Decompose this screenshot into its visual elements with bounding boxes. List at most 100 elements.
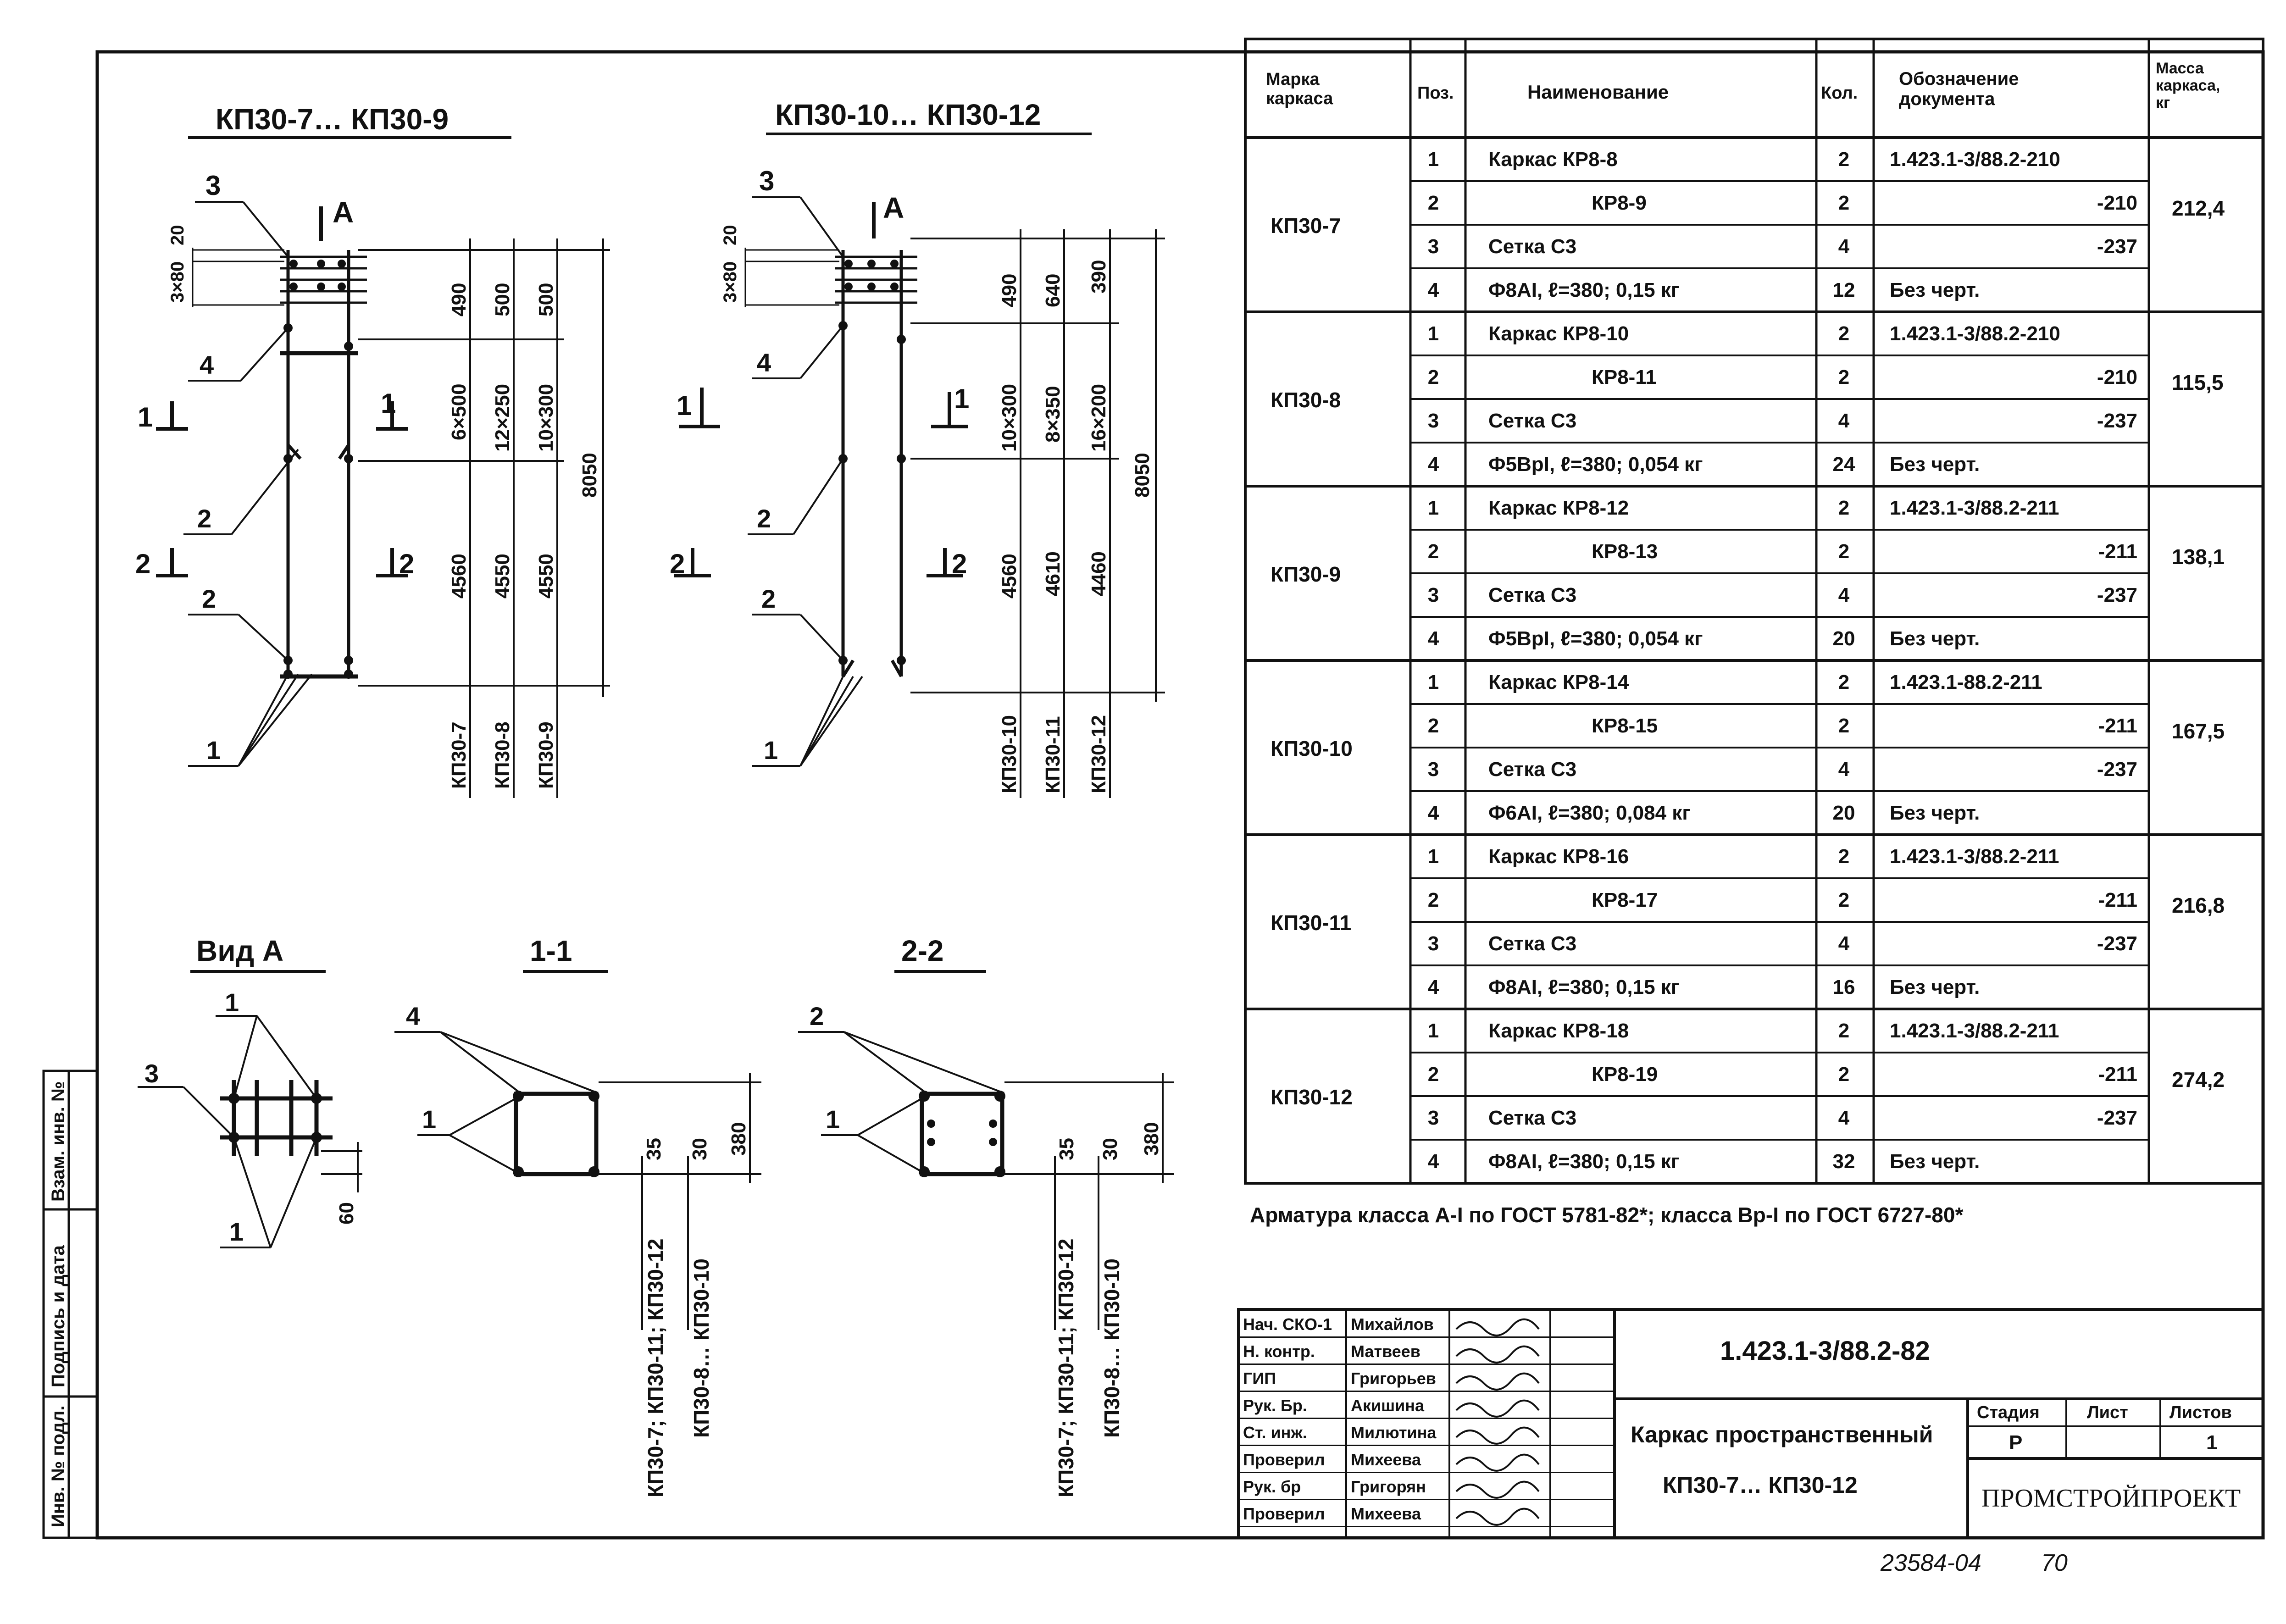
spec-group-mark: КП30-8 <box>1271 388 1341 412</box>
spec-name: Сетка С3 <box>1488 235 1576 258</box>
spec-name: КР8-13 <box>1592 540 1658 563</box>
spec-pos: 3 <box>1428 235 1439 258</box>
spec-qty: 2 <box>1838 1063 1849 1086</box>
footer-number: 23584-04 <box>1880 1550 1981 1576</box>
signature-mark <box>1455 1318 1540 1336</box>
side-stamp-sign: Подпись и дата <box>48 1245 68 1387</box>
spec-doc: Без черт. <box>1890 802 1980 824</box>
sec11-dim-380: 380 <box>727 1122 750 1156</box>
view-a-title: Вид А <box>196 934 283 967</box>
side-stamp-inv: Инв. № подл. <box>48 1406 68 1527</box>
tb-role: Ст. инж. <box>1243 1423 1307 1442</box>
view-a: Вид А 1 3 1 60 <box>138 934 362 1248</box>
tb-role: Н. контр. <box>1243 1342 1315 1361</box>
spec-qty: 4 <box>1838 932 1850 955</box>
spec-name: Каркас КР8-16 <box>1488 845 1629 868</box>
drawing1-sec2-left: 2 <box>135 549 150 579</box>
drawing2-sec1-right: 1 <box>954 383 969 414</box>
spec-qty: 4 <box>1838 410 1850 432</box>
spec-doc: -210 <box>2097 366 2137 388</box>
spec-name: КР8-15 <box>1592 715 1658 737</box>
d1-dim-top-3: 500 <box>535 283 557 316</box>
spec-qty: 32 <box>1833 1150 1855 1173</box>
spec-pos: 4 <box>1428 279 1439 301</box>
spec-qty: 2 <box>1838 322 1849 345</box>
spec-pos: 2 <box>1428 366 1439 388</box>
d2-dim-bot-3: 4460 <box>1088 551 1110 596</box>
spec-doc: Без черт. <box>1890 976 1980 998</box>
spec-pos: 4 <box>1428 453 1439 476</box>
spec-doc: 1.423.1-3/88.2-210 <box>1890 148 2060 171</box>
d1-dim-mid-3: 10×300 <box>535 384 557 452</box>
drawing2-pitch-20: 20 <box>720 225 740 246</box>
spec-pos: 2 <box>1428 540 1439 563</box>
tb-name-line1: Каркас пространственный <box>1631 1422 1933 1447</box>
signature-mark <box>1455 1345 1540 1363</box>
d1-mark-1: КП30-7 <box>448 721 470 789</box>
section-2-2: 2-2 2 1 35 30 380 КП30-7; КП30-11; КП30-… <box>798 934 1174 1497</box>
spec-doc: 1.423.1-88.2-211 <box>1890 671 2042 693</box>
tb-role: Рук. Бр. <box>1243 1396 1307 1415</box>
d1-mark-3: КП30-9 <box>535 721 557 789</box>
spec-name: Каркас КР8-10 <box>1488 322 1629 345</box>
spec-group-mark: КП30-7 <box>1271 214 1341 238</box>
drawing2-label-3: 3 <box>759 166 774 196</box>
spec-header-pos: Поз. <box>1417 83 1454 103</box>
spec-name: КР8-19 <box>1592 1063 1658 1086</box>
spec-pos: 1 <box>1428 1020 1439 1042</box>
d1-dim-bot-2: 4550 <box>491 554 514 599</box>
tb-code: 1.423.1-3/88.2-82 <box>1720 1336 1930 1366</box>
spec-doc: -237 <box>2097 932 2137 955</box>
drawing2-callout-4: 4 <box>757 348 771 377</box>
spec-pos: 3 <box>1428 584 1439 606</box>
drawing1-callout-2a: 2 <box>197 504 211 533</box>
spec-name: Ф6АI, ℓ=380; 0,084 кг <box>1488 802 1691 824</box>
tb-role: Проверил <box>1243 1450 1325 1469</box>
spec-qty: 2 <box>1838 889 1849 911</box>
drawing1-pitch-20: 20 <box>167 225 188 246</box>
drawing1-label-A: А <box>333 196 354 229</box>
drawing2-title: КП30-10… КП30-12 <box>775 98 1041 131</box>
spec-group-mark: КП30-12 <box>1271 1085 1353 1109</box>
spec-qty: 4 <box>1838 235 1850 258</box>
tb-person-name: Матвеев <box>1351 1342 1420 1361</box>
spec-name: Каркас КР8-12 <box>1488 497 1629 519</box>
side-stamp-vzam: Взам. инв. № <box>48 1081 68 1202</box>
spec-qty: 2 <box>1838 845 1849 868</box>
drawing1-callout-2b: 2 <box>202 584 216 613</box>
spec-pos: 4 <box>1428 1150 1439 1173</box>
spec-qty: 4 <box>1838 1107 1850 1129</box>
spec-group-mass: 115,5 <box>2172 371 2224 394</box>
spec-pos: 3 <box>1428 932 1439 955</box>
spec-qty: 2 <box>1838 1020 1849 1042</box>
spec-pos: 1 <box>1428 322 1439 345</box>
spec-name: Каркас КР8-18 <box>1488 1020 1629 1042</box>
sec11-dim-35: 35 <box>643 1138 665 1160</box>
tb-sheets: 1 <box>2206 1431 2217 1454</box>
sec11-mark-2: КП30-8… КП30-10 <box>689 1258 713 1438</box>
drawing2-callout-2a: 2 <box>757 504 771 533</box>
drawing2-label-A: А <box>883 191 904 224</box>
spec-name: Ф5ВрI, ℓ=380; 0,054 кг <box>1488 627 1703 650</box>
section-1-1: 1-1 4 1 35 30 380 КП30-7; КП30-11; КП30-… <box>394 934 761 1497</box>
spec-doc: -237 <box>2097 758 2137 781</box>
tb-role: Рук. бр <box>1243 1477 1301 1496</box>
spec-name: Сетка С3 <box>1488 584 1576 606</box>
d2-dim-top-2: 640 <box>1042 274 1064 307</box>
tb-organization: ПРОМСТРОЙПРОЕКТ <box>1981 1484 2241 1513</box>
d1-mark-2: КП30-8 <box>491 721 514 789</box>
tb-stage-header: Стадия <box>1977 1403 2040 1422</box>
spec-qty: 2 <box>1838 715 1849 737</box>
spec-group-mark: КП30-11 <box>1271 911 1351 935</box>
view-a-callout-1b: 1 <box>229 1217 244 1246</box>
spec-group-mass: 212,4 <box>2172 196 2225 220</box>
tb-name-line2: КП30-7… КП30-12 <box>1663 1472 1858 1498</box>
view-a-callout-1a: 1 <box>225 988 239 1017</box>
signature-mark <box>1455 1372 1540 1391</box>
spec-qty: 12 <box>1833 279 1855 301</box>
drawing1-sec1-right: 1 <box>381 388 396 419</box>
title-block: 1.423.1-3/88.2-82 Каркас пространственны… <box>1237 1308 2264 1539</box>
signature-mark <box>1455 1508 1540 1526</box>
